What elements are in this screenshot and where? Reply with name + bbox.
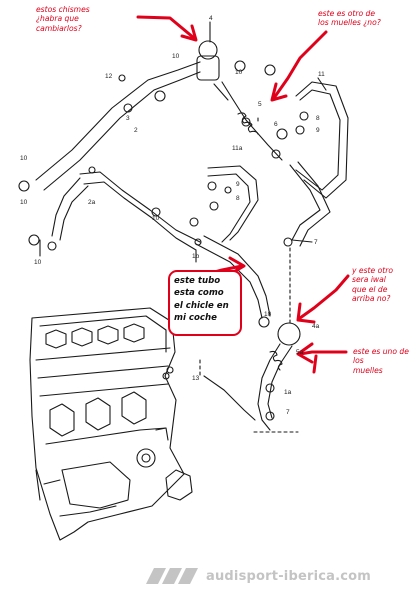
note-mid-right-line-3: que el de: [352, 284, 388, 294]
hose-center-left-inner: [83, 181, 197, 251]
callout-text: este tubo esta como el chicle en mi coch…: [174, 275, 229, 325]
valve-4a: [277, 322, 301, 346]
part-label-9-mid: 9: [236, 181, 240, 188]
note-spring: este es uno de los muelles: [353, 347, 409, 375]
note-mid-right: y este otro sera iwal que el de arriba n…: [352, 266, 393, 303]
callout-box: este tubo esta como el chicle en mi coch…: [168, 270, 242, 336]
arrow-to-lower-spring-tail: [312, 354, 318, 374]
part-label-1a: 1a: [284, 389, 292, 396]
watermark-mark: [146, 568, 198, 584]
part-label-4a: 4a: [312, 323, 320, 330]
valve-cap-top: [198, 40, 218, 60]
dipstick-tube: [203, 375, 256, 421]
part-label-2a: 2a: [88, 199, 96, 206]
callout-line-3: el chicle en: [174, 300, 229, 311]
note-mid-right-line-2: sera iwal: [352, 275, 386, 285]
hose-11a-inner: [207, 173, 251, 243]
note-top-left-line-3: cambiarlos?: [36, 23, 82, 33]
note-spring-line-1: este es uno de: [353, 347, 409, 356]
callout-line-1: este tubo: [174, 276, 221, 286]
part-label-7-bottom: 7: [286, 409, 290, 416]
hose-left-branch: [51, 177, 81, 237]
valve-body-top: [196, 55, 220, 81]
part-label-10-left-mid: 10: [20, 199, 28, 206]
part-label-11: 11: [318, 71, 325, 78]
part-label-5-top: 5: [258, 101, 262, 108]
part-label-13: 13: [192, 375, 200, 382]
note-top-right-line-1: este es otro de: [318, 9, 376, 18]
engine-block: [29, 307, 193, 541]
callout-line-2: esta como: [174, 288, 224, 299]
hose-center-left-outer: [79, 171, 201, 243]
valve-spout-top: [213, 83, 229, 101]
arrow-to-lower-valve: [298, 274, 350, 320]
part-label-7-right: 7: [314, 239, 318, 246]
hose-11a-outer: [207, 165, 259, 241]
hose-upper-center: [221, 81, 283, 161]
arrow-to-top-spring-head: [270, 82, 288, 102]
note-top-right-line-2: los muelles ¿no?: [318, 18, 381, 28]
part-label-8-top: 8: [316, 115, 320, 122]
arrow-to-lower-valve-head: [296, 302, 316, 324]
hose-right-lower-b: [297, 161, 331, 247]
watermark-text: audisport-iberica.com: [206, 568, 372, 584]
note-spring-line-3: muelles: [353, 365, 383, 375]
clamp-group: [18, 60, 309, 421]
part-label-4: 4: [209, 15, 213, 22]
note-top-left: estos chismes ¿habra que cambiarlos?: [36, 5, 90, 33]
part-label-3: 3: [126, 115, 130, 122]
note-top-left-line-2: ¿habra que: [36, 14, 79, 24]
arrow-to-lower-spring-head: [296, 342, 314, 364]
hose-right-lower: [289, 164, 321, 241]
hose-lower-right-b: [267, 345, 293, 419]
part-number-labels: 4 10 10 12 11 5 3 2 6 8 9 11a 10 9 8 10 …: [20, 15, 325, 416]
part-label-9-top: 9: [316, 127, 320, 134]
part-label-2: 2: [134, 127, 138, 134]
part-label-1b: 1b: [192, 253, 200, 260]
hose-lower-right: [257, 343, 281, 431]
hose-long-diagonal: [195, 243, 263, 319]
part-label-10-center: 10: [152, 215, 160, 222]
note-mid-right-line-1: y este otro: [352, 266, 393, 275]
note-mid-right-line-4: arriba no?: [352, 293, 391, 303]
hose-right-loop-inner: [295, 81, 349, 199]
note-top-right: este es otro de los muelles ¿no?: [318, 9, 381, 28]
note-top-left-line-1: estos chismes: [36, 5, 90, 14]
leader-11: [317, 77, 327, 91]
hose-upper-left-inner: [43, 71, 201, 191]
hose-left-branch-b: [59, 185, 89, 241]
watermark: audisport-iberica.com: [140, 565, 371, 587]
arrow-to-top-spring: [272, 30, 328, 100]
part-label-10-lower-right: 10: [264, 311, 272, 318]
arrow-to-top-valve: [136, 15, 196, 40]
watermark-logo-icon: [140, 567, 210, 585]
arrow-to-lower-spring: [298, 350, 348, 356]
hose-lines: [18, 21, 349, 541]
spring-lower: [269, 350, 283, 371]
part-label-10-right-top: 10: [235, 69, 243, 76]
part-label-5a: 5a: [296, 349, 304, 356]
part-label-11a: 11a: [232, 145, 243, 152]
callout-line-4: mi coche: [174, 313, 217, 324]
spring-top: [237, 112, 259, 135]
hose-upper-left-outer: [35, 61, 201, 181]
hose-long-diagonal-b: [203, 235, 271, 317]
part-label-10-top: 10: [172, 53, 180, 60]
part-label-12: 12: [105, 73, 113, 80]
part-label-10-left: 10: [20, 155, 28, 162]
leader-7: [291, 239, 313, 243]
arrow-to-top-valve-head: [180, 24, 198, 42]
part-label-6: 6: [274, 121, 278, 128]
part-label-8-mid: 8: [236, 195, 240, 202]
part-label-10-bottom-left: 10: [34, 259, 42, 266]
hose-right-loop-outer: [295, 89, 341, 191]
note-spring-line-2: los: [353, 356, 364, 366]
